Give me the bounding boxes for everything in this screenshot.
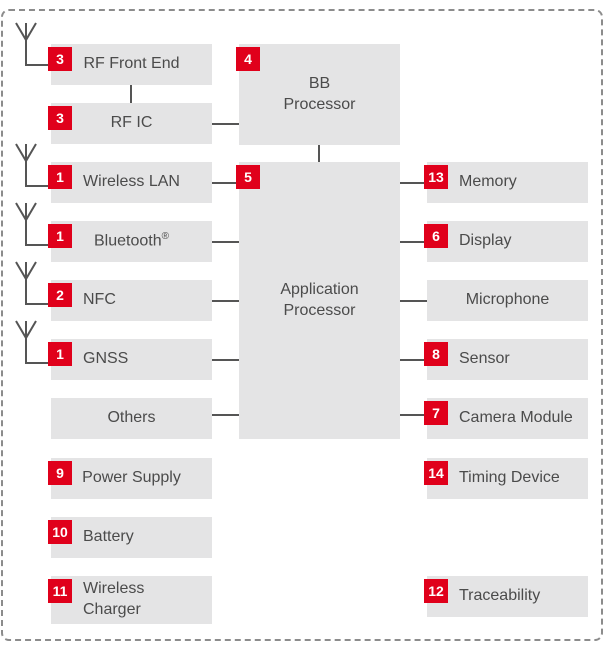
label-line: Processor [283, 95, 356, 113]
connector-line [212, 359, 239, 361]
connector-line [318, 145, 320, 162]
antenna-icon [15, 320, 52, 364]
rf-ic-block: RF IC [51, 103, 212, 144]
bb-processor-block: BB Processor [239, 44, 400, 145]
battery-badge: 10 [48, 520, 72, 544]
sensor-block: Sensor [427, 339, 588, 380]
block-label: Wireless LAN [83, 173, 180, 191]
battery-block: Battery [51, 517, 212, 558]
gnss-badge: 1 [48, 342, 72, 366]
power-supply-block: Power Supply [51, 458, 212, 499]
block-label: Power Supply [82, 469, 181, 487]
gnss-block: GNSS [51, 339, 212, 380]
memory-block: Memory [427, 162, 588, 203]
wireless-lan-badge: 1 [48, 165, 72, 189]
block-label: Battery [83, 528, 134, 546]
nfc-block: NFC [51, 280, 212, 321]
traceability-badge: 12 [424, 579, 448, 603]
connector-line [212, 241, 239, 243]
antenna-icon [15, 202, 52, 246]
power-supply-badge: 9 [48, 461, 72, 485]
traceability-block: Traceability [427, 576, 588, 617]
bluetooth-badge: 1 [48, 224, 72, 248]
sensor-badge: 8 [424, 342, 448, 366]
antenna-icon [15, 143, 52, 187]
bluetooth-label: Bluetooth [94, 232, 162, 250]
timing-device-badge: 14 [424, 461, 448, 485]
connector-line [400, 359, 427, 361]
block-label: Sensor [459, 350, 510, 368]
block-label: Memory [459, 173, 517, 191]
block-label: NFC [83, 291, 116, 309]
connector-line [212, 182, 239, 184]
display-block: Display [427, 221, 588, 262]
block-label: Bluetooth® [94, 230, 169, 252]
block-label: Microphone [465, 291, 550, 309]
registered-mark: ® [161, 231, 169, 243]
label-line: Wireless [83, 580, 145, 598]
camera-module-badge: 7 [424, 401, 448, 425]
application-processor-badge: 5 [236, 165, 260, 189]
antenna-connector [25, 64, 51, 66]
memory-badge: 13 [424, 165, 448, 189]
system-boundary [1, 9, 603, 641]
nfc-badge: 2 [48, 283, 72, 307]
block-label: Display [459, 232, 512, 250]
antenna-icon [15, 22, 38, 66]
connector-line [400, 300, 427, 302]
microphone-block: Microphone [427, 280, 588, 321]
block-label: GNSS [83, 350, 129, 368]
wireless-charger-badge: 11 [48, 579, 72, 603]
connector-line [400, 414, 427, 416]
rf-ic-badge: 3 [48, 106, 72, 130]
connector-line [130, 85, 132, 103]
bluetooth-block: Bluetooth® [51, 221, 212, 262]
block-label: Others [107, 409, 156, 427]
connector-line [400, 182, 427, 184]
block-label: RF Front End [83, 55, 180, 73]
camera-module-block: Camera Module [427, 398, 588, 439]
block-label: Traceability [459, 587, 541, 605]
label-line: Processor [283, 301, 356, 319]
label-line: BB [308, 74, 331, 92]
rf-front-end-badge: 3 [48, 47, 72, 71]
label-line: Charger [83, 601, 141, 618]
antenna-icon [15, 261, 52, 305]
connector-line [212, 414, 239, 416]
block-label: BB Processor [283, 74, 355, 116]
label-line: Application [280, 280, 359, 298]
connector-line [400, 241, 427, 243]
connector-line [212, 123, 239, 125]
bb-processor-badge: 4 [236, 47, 260, 71]
others-block: Others [51, 398, 212, 439]
rf-front-end-block: RF Front End [51, 44, 212, 85]
block-label: Camera Module [459, 409, 573, 427]
connector-line [212, 300, 239, 302]
wireless-lan-block: Wireless LAN [51, 162, 212, 203]
block-label: Timing Device [459, 469, 560, 487]
timing-device-block: Timing Device [427, 458, 588, 499]
display-badge: 6 [424, 224, 448, 248]
block-label: RF IC [110, 114, 153, 132]
